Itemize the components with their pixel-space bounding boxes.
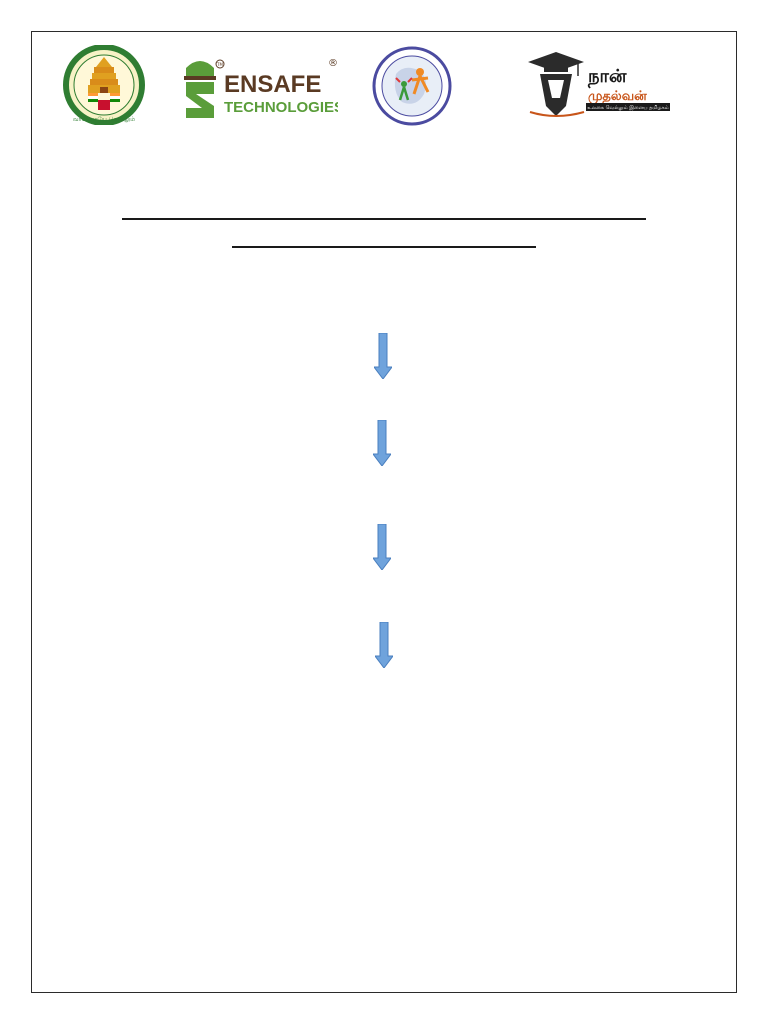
tamil-nadu-emblem-logo: வாய்மையே வெல்லும் — [60, 44, 148, 126]
arrow-down-icon — [373, 332, 393, 380]
svg-text:ENSAFE: ENSAFE — [224, 71, 321, 98]
arrow-down-icon — [374, 621, 394, 669]
svg-text:®: ® — [328, 58, 338, 69]
skill-development-corporation-logo — [370, 44, 454, 128]
page-border — [31, 31, 737, 993]
svg-text:நான்: நான் — [587, 66, 627, 89]
arrow-down-icon — [372, 419, 392, 467]
title-underline-long — [122, 218, 646, 220]
svg-text:முதல்வன்: முதல்வன் — [588, 89, 647, 104]
svg-text:TM: TM — [216, 62, 223, 67]
title-underline-short — [232, 246, 536, 248]
ensafe-technologies-logo: TM ENSAFE ® TECHNOLOGIES — [178, 50, 344, 125]
svg-text:TECHNOLOGIES: TECHNOLOGIES — [224, 99, 338, 116]
svg-text:வாய்மையே வெல்லும்: வாய்மையே வெல்லும் — [73, 116, 135, 123]
svg-text:உலகை வெல்லும் இளைய தமிழகம்: உலகை வெல்லும் இளைய தமிழகம் — [587, 105, 668, 111]
arrow-down-icon — [372, 523, 392, 571]
naan-mudhalvan-logo: நான் முதல்வன் உலகை வெல்லும் இளைய தமிழகம் — [526, 50, 670, 122]
